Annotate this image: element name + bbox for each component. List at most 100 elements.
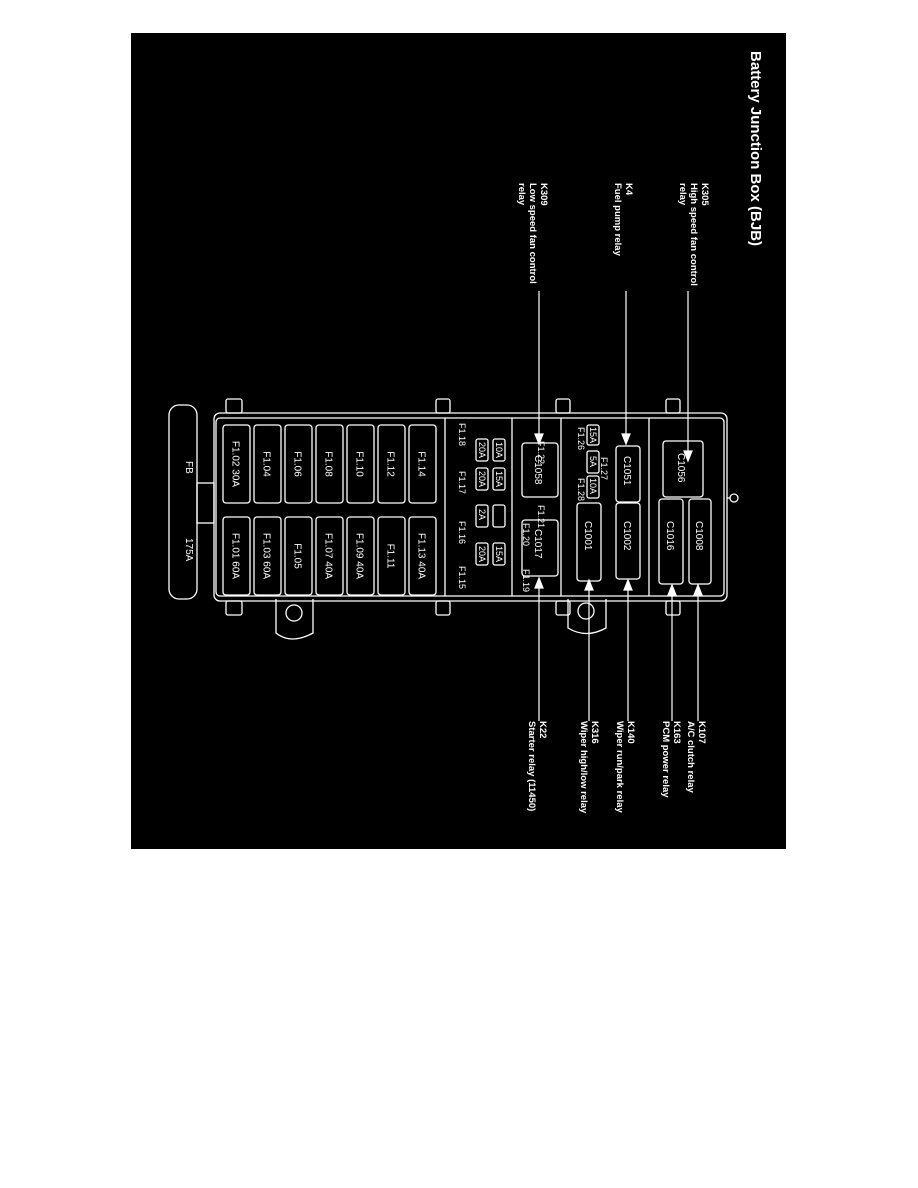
callout-k316: K316 Wiper high/low relay — [578, 721, 600, 814]
svg-text:Fuel pump relay: Fuel pump relay — [612, 183, 623, 257]
svg-text:FB: FB — [183, 461, 194, 474]
maxi-fuse-right-5: F1.03 60A — [253, 516, 282, 596]
svg-text:relay: relay — [677, 183, 688, 206]
svg-text:F1.28: F1.28 — [576, 478, 586, 501]
maxi-fuse-left-2: F1.10 — [346, 424, 375, 504]
maxi-fuse-label: F1.02 30A — [230, 441, 241, 487]
svg-text:C1056: C1056 — [675, 453, 686, 483]
maxi-fuse-left-1: F1.12 — [377, 424, 406, 504]
maxi-fuse-label: F1.11 — [385, 544, 396, 569]
svg-text:175A: 175A — [183, 538, 194, 562]
svg-text:15A: 15A — [494, 546, 504, 562]
callout-k305: K305 High speed fan control relay — [677, 183, 710, 286]
maxi-fuse-right-3: F1.07 40A — [315, 516, 344, 596]
relay-c1016: C1016 — [658, 498, 684, 585]
maxi-fuse-right-4: F1.05 — [284, 516, 313, 596]
svg-text:F1.16: F1.16 — [457, 521, 467, 544]
maxi-fuse-label: F1.03 60A — [261, 533, 272, 579]
svg-text:F1.20: F1.20 — [521, 523, 531, 546]
maxi-fuse-right-0: F1.13 40A — [408, 516, 437, 596]
maxi-fuse-label: F1.04 — [261, 451, 272, 477]
svg-text:K22: K22 — [537, 721, 548, 738]
maxi-fuse-left-0: F1.14 — [408, 424, 437, 504]
maxi-fuse-label: F1.07 40A — [323, 533, 334, 579]
maxi-fuse-label: F1.14 — [416, 451, 427, 477]
maxi-fuse-label: F1.01 60A — [230, 533, 241, 579]
mini-fuse-f121: F1.21 15A 20A — [475, 467, 546, 528]
diagram-title: Battery Junction Box (BJB) — [747, 51, 764, 246]
maxi-fuse-right-2: F1.09 40A — [346, 516, 375, 596]
callout-k163: K163 PCM power relay — [660, 721, 682, 798]
svg-text:F1.26: F1.26 — [576, 427, 586, 450]
maxi-fuse-left-3: F1.08 — [315, 424, 344, 504]
maxi-fuse-label: F1.12 — [385, 451, 396, 477]
maxi-fuse-label: F1.05 — [292, 543, 303, 569]
maxi-fuse-left-5: F1.04 — [253, 424, 282, 504]
mini-fuse-f120: F1.20 2A — [475, 504, 531, 546]
relay-c1058: C1058 — [521, 442, 559, 498]
relay-c1002: C1002 — [615, 502, 641, 580]
maxi-fuse-label: F1.06 — [292, 451, 303, 477]
svg-text:A/C clutch relay: A/C clutch relay — [685, 721, 696, 794]
relay-c1001: C1001 — [576, 502, 602, 582]
svg-text:Wiper high/low relay: Wiper high/low relay — [578, 721, 589, 814]
svg-text:Starter relay (11450): Starter relay (11450) — [526, 721, 537, 811]
svg-text:F1.18: F1.18 — [457, 423, 467, 446]
relay-c1017: C1017 — [521, 519, 559, 577]
svg-text:5A: 5A — [588, 456, 598, 467]
svg-text:20A: 20A — [477, 471, 487, 487]
svg-text:PCM power relay: PCM power relay — [660, 721, 671, 798]
svg-text:Low speed fan control: Low speed fan control — [527, 183, 538, 284]
svg-text:F1.22: F1.22 — [536, 441, 546, 464]
svg-text:20A: 20A — [477, 442, 487, 458]
svg-text:20A: 20A — [477, 546, 487, 562]
svg-text:K309: K309 — [538, 183, 549, 206]
maxi-fuse-left-6: F1.02 30A — [222, 424, 251, 504]
mini-fuse-labels-row: F1.18 F1.17 F1.16 F1.15 — [457, 423, 467, 589]
leader-lines — [534, 291, 703, 721]
svg-text:C1002: C1002 — [621, 521, 632, 551]
svg-text:C1008: C1008 — [693, 521, 704, 551]
svg-text:F1.17: F1.17 — [457, 471, 467, 494]
svg-text:K316: K316 — [589, 721, 600, 744]
relay-c1008: C1008 — [688, 498, 712, 585]
svg-text:15A: 15A — [588, 427, 598, 443]
svg-text:15A: 15A — [494, 471, 504, 487]
maxi-fuse-label: F1.08 — [323, 451, 334, 477]
maxi-fuse-label: F1.10 — [354, 451, 365, 477]
maxi-fuse-right-1: F1.11 — [377, 516, 406, 596]
svg-text:10A: 10A — [494, 442, 504, 458]
svg-text:C1001: C1001 — [582, 521, 593, 551]
junction-box-figure: Battery Junction Box (BJB) K305 High spe… — [131, 33, 786, 849]
svg-text:F1.27: F1.27 — [599, 457, 609, 480]
maxi-fuse-label: F1.09 40A — [354, 533, 365, 579]
svg-text:C1016: C1016 — [664, 521, 675, 551]
maxi-fuse-grid: F1.14 F1.12 F1.10 F1.08 F1.06 F1.04 F1.02 30A F… — [222, 424, 437, 596]
svg-text:C1017: C1017 — [532, 529, 543, 559]
svg-text:High speed fan control: High speed fan control — [688, 183, 699, 286]
maxi-fuse-right-6: F1.01 60A — [222, 516, 251, 596]
svg-text:10A: 10A — [588, 478, 598, 494]
svg-text:C1058: C1058 — [532, 455, 543, 485]
mini-fuse-f128: 10A F1.28 — [576, 475, 600, 501]
relay-c1051: C1051 — [615, 445, 641, 503]
svg-text:Wiper run/park relay: Wiper run/park relay — [614, 721, 625, 813]
svg-text:relay: relay — [516, 183, 527, 206]
junction-box-body — [213, 398, 739, 640]
svg-text:F1.15: F1.15 — [457, 566, 467, 589]
callout-k309: K309 Low speed fan control relay — [516, 183, 549, 284]
svg-text:F1.21: F1.21 — [536, 505, 546, 528]
mini-fuse-f126: 15A F1.26 — [576, 424, 600, 450]
callout-k4: K4 Fuel pump relay — [612, 183, 634, 257]
maxi-fuse-label: F1.13 40A — [416, 533, 427, 579]
callout-k107: K107 A/C clutch relay — [685, 721, 707, 794]
mini-fuse-f119: F1.19 15A 20A — [475, 542, 531, 592]
svg-text:F1.19: F1.19 — [521, 569, 531, 592]
relay-c1056: C1056 — [662, 440, 704, 498]
mini-fuse-f122: F1.22 10A 20A — [475, 438, 546, 464]
fusible-link-fb: FB 175A — [168, 404, 215, 600]
maxi-fuse-left-4: F1.06 — [284, 424, 313, 504]
callout-k140: K140 Wiper run/park relay — [614, 721, 636, 813]
svg-text:2A: 2A — [477, 509, 487, 520]
svg-text:K305: K305 — [699, 183, 710, 206]
